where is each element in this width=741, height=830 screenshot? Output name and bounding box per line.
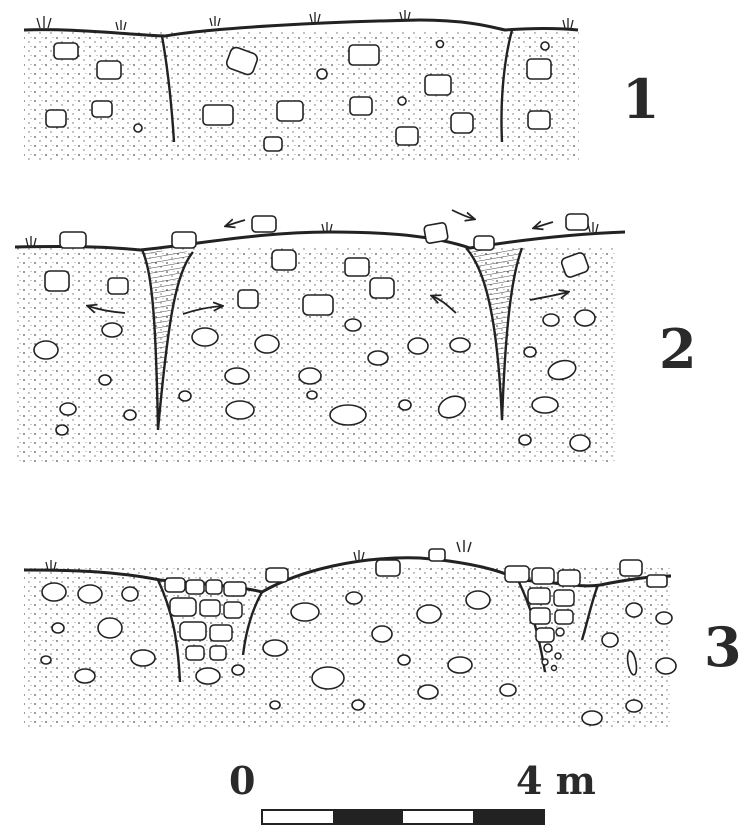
panel-3-grass-tuft xyxy=(457,540,471,552)
scale-start-label: 0 xyxy=(229,762,255,800)
scale-bar-segment-4 xyxy=(473,810,544,824)
panel-1-stipple xyxy=(24,30,579,162)
scale-bar xyxy=(262,810,544,824)
panel-number-1: 1 xyxy=(622,72,660,126)
panel-3-section xyxy=(24,540,676,730)
scale-end-label: 4 m xyxy=(516,762,596,800)
panel-number-3: 3 xyxy=(704,620,741,674)
panel-number-2: 2 xyxy=(659,322,697,376)
scale-bar-segment-2 xyxy=(333,810,403,824)
panel-2-section xyxy=(15,210,625,462)
panel-1-section xyxy=(24,20,579,162)
